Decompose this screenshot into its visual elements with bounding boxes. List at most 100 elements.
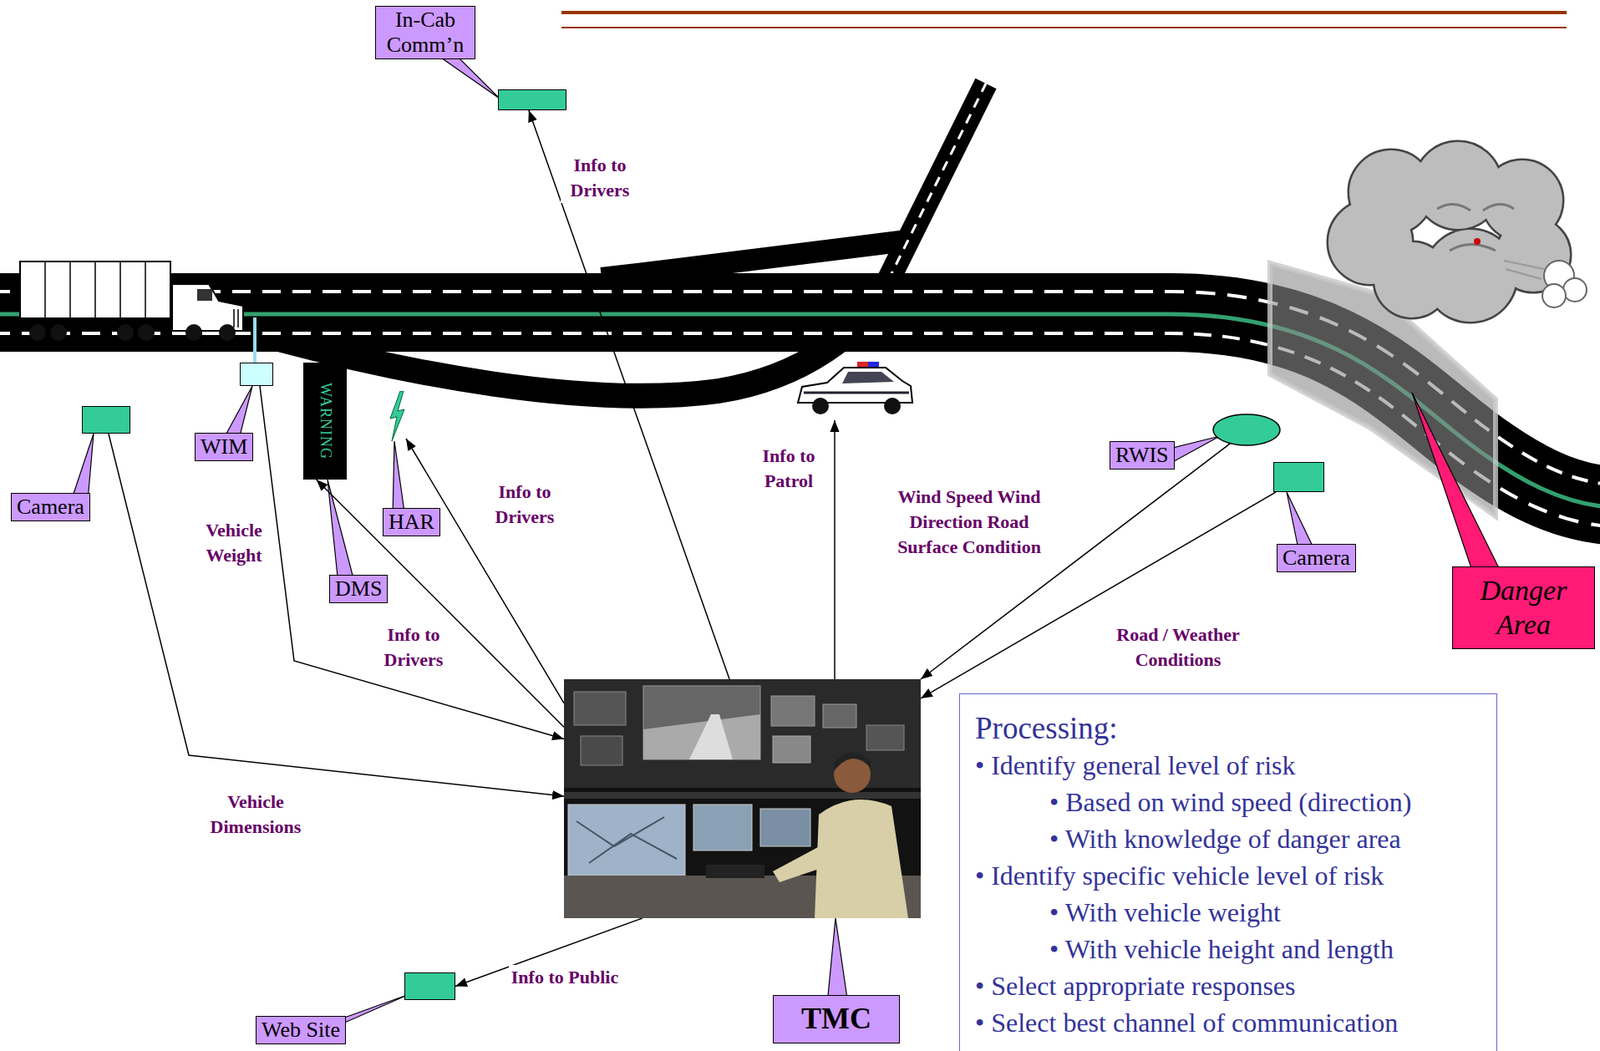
bullet-line: • With vehicle height and length	[1049, 930, 1497, 968]
label-anchor: Info to Drivers	[485, 479, 565, 530]
callout-anchor: TMC	[772, 995, 900, 1044]
wim-sensor: WIM	[239, 362, 274, 387]
wheel	[116, 324, 134, 341]
photo-detail	[771, 695, 815, 727]
wheel	[218, 324, 236, 341]
header-rule	[561, 10, 1567, 15]
callout-label: In-Cab Comm’n	[375, 5, 476, 60]
station-ellipse	[1212, 413, 1281, 447]
callout-label: Web Site	[255, 1015, 346, 1045]
camera-icon: Camera	[81, 406, 131, 434]
wind-streak	[1503, 260, 1545, 280]
callout-pointer	[827, 918, 849, 1005]
ramp	[601, 240, 907, 279]
sensor-lead	[253, 317, 257, 363]
photo-detail	[772, 846, 832, 883]
photo-detail	[563, 679, 921, 919]
header-rule	[561, 26, 1567, 29]
trailer-rib	[45, 261, 146, 319]
photo-detail	[568, 804, 686, 876]
cloud-puff	[1374, 242, 1450, 318]
edge-label: Road / Weather Conditions	[1098, 622, 1258, 673]
photo-detail	[822, 704, 857, 728]
callout-pointers	[71, 50, 1504, 1025]
callout-label: RWIS	[1109, 441, 1175, 470]
callout-anchor: In-Cab Comm’n	[375, 5, 476, 60]
wind-puff	[1563, 278, 1587, 302]
photo-detail	[573, 691, 626, 726]
photo-detail	[689, 714, 733, 760]
wheel	[50, 324, 67, 341]
radio-bolt	[387, 391, 407, 442]
label-anchor: Info to Drivers	[374, 622, 454, 673]
cloud-mouth	[1473, 238, 1481, 245]
flow-arrow	[316, 479, 564, 727]
photo-detail	[580, 736, 623, 766]
cab	[172, 284, 244, 331]
flow-arrow	[528, 110, 730, 680]
label-anchor: Info to Drivers	[560, 152, 640, 204]
edge-label: Wind Speed Wind Direction Road Surface C…	[883, 484, 1056, 560]
callout-label: Camera	[1276, 543, 1357, 573]
bullet-line: • With vehicle weight	[1049, 893, 1497, 931]
grille	[233, 309, 239, 328]
callout-pointer	[1412, 392, 1504, 579]
edge-label: Vehicle Dimensions	[203, 789, 309, 840]
callout-anchor: RWIS	[1109, 441, 1175, 470]
bullet-line: • With knowledge of danger area	[1049, 820, 1497, 858]
patrol-car	[797, 361, 913, 415]
cab-window	[197, 289, 213, 301]
bullet-line: • Identify general level of risk	[975, 746, 1497, 784]
callout-label: WIM	[194, 432, 254, 462]
label-anchor: Vehicle Dimensions	[203, 789, 309, 840]
danger-box: Danger Area	[1452, 566, 1595, 650]
edge-label: Vehicle Weight	[194, 518, 275, 569]
cloud-outline	[1328, 142, 1570, 322]
cloud-puff	[1374, 242, 1450, 318]
photo-detail	[833, 751, 871, 772]
car-body	[797, 367, 913, 403]
flow-arrow	[108, 433, 564, 797]
callout-label: TMC	[772, 995, 900, 1044]
edge-label: Info to Drivers	[560, 152, 640, 204]
wheel	[185, 324, 203, 341]
bullet-line: • Identify specific vehicle level of ris…	[975, 857, 1497, 894]
photo-detail	[576, 817, 677, 864]
edge-label: Info to Public	[508, 965, 621, 991]
wheel	[137, 324, 155, 341]
callout-label: HAR	[382, 507, 441, 537]
bullet-line: • Based on wind speed (direction)	[1049, 783, 1497, 821]
radio-bolt	[390, 391, 405, 442]
truck	[20, 261, 244, 341]
label-anchor: Vehicle Weight	[194, 518, 275, 569]
car-window	[842, 371, 894, 384]
radio-symbol: HAR	[387, 391, 407, 442]
callout-anchor: HAR	[382, 507, 441, 537]
callout-anchor: WIM	[194, 432, 254, 462]
edge-label: Info to Drivers	[374, 622, 454, 673]
callout-anchor: Camera	[1276, 543, 1357, 573]
box-label: Danger Area	[1456, 573, 1591, 643]
wind-puff	[1542, 284, 1566, 308]
photo-detail	[563, 792, 921, 799]
station-ellipse	[1213, 414, 1280, 446]
sign-anchor: WARNING	[286, 412, 364, 431]
photo-detail	[643, 714, 761, 760]
callout-label: DMS	[329, 574, 388, 604]
edge-label: Info to Drivers	[485, 479, 565, 530]
callout-anchor: DMS	[329, 574, 388, 604]
label-anchor: Info to Patrol	[749, 443, 829, 494]
cloud-fill	[1328, 142, 1570, 322]
wheel	[29, 324, 46, 341]
box-heading: Processing:	[975, 710, 1497, 747]
sign-text: WARNING	[316, 382, 335, 460]
label-anchor: Wind Speed Wind Direction Road Surface C…	[883, 484, 1056, 560]
photo-detail	[814, 799, 909, 919]
callout-pointer	[392, 441, 406, 519]
free-label: Info to Patrol	[749, 443, 829, 494]
photo-detail	[772, 736, 811, 763]
label-anchor: Info to Public	[508, 965, 621, 991]
label-anchor: Road / Weather Conditions	[1098, 622, 1258, 673]
tmc-photo: TMC	[563, 679, 921, 919]
